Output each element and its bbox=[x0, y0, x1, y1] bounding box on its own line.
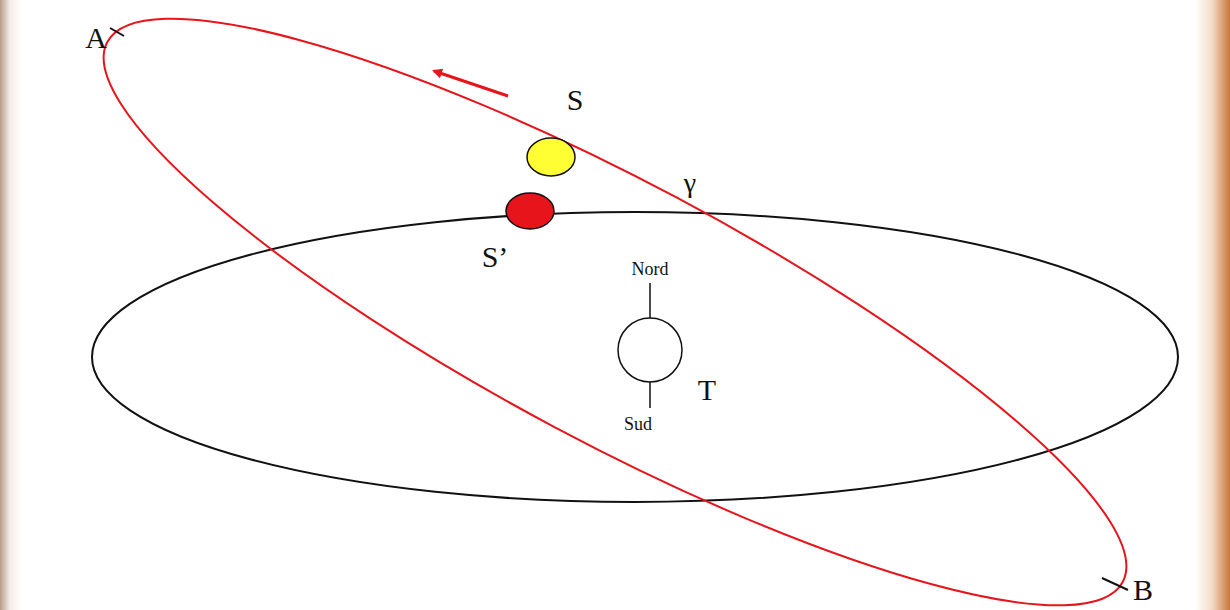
motion-arrow bbox=[434, 71, 508, 96]
tick-mark bbox=[1102, 578, 1128, 590]
earth-axis bbox=[649, 382, 651, 408]
tick-mark bbox=[110, 28, 124, 36]
point-label: A bbox=[85, 23, 107, 53]
pole-label: Sud bbox=[624, 415, 652, 433]
sun-label: S bbox=[567, 85, 584, 115]
ecliptic-ellipse bbox=[46, 0, 1183, 610]
equator-ellipse bbox=[92, 212, 1178, 502]
earth-label: T bbox=[698, 375, 716, 405]
earth-axis bbox=[649, 283, 651, 318]
point-label: B bbox=[1133, 575, 1153, 605]
pole-label: Nord bbox=[632, 260, 669, 278]
equinox-label: γ bbox=[684, 169, 696, 197]
projection-label: S’ bbox=[482, 242, 509, 272]
earth-circle bbox=[618, 318, 682, 382]
projected-sun-disc bbox=[506, 193, 554, 229]
sun-disc bbox=[527, 138, 575, 176]
